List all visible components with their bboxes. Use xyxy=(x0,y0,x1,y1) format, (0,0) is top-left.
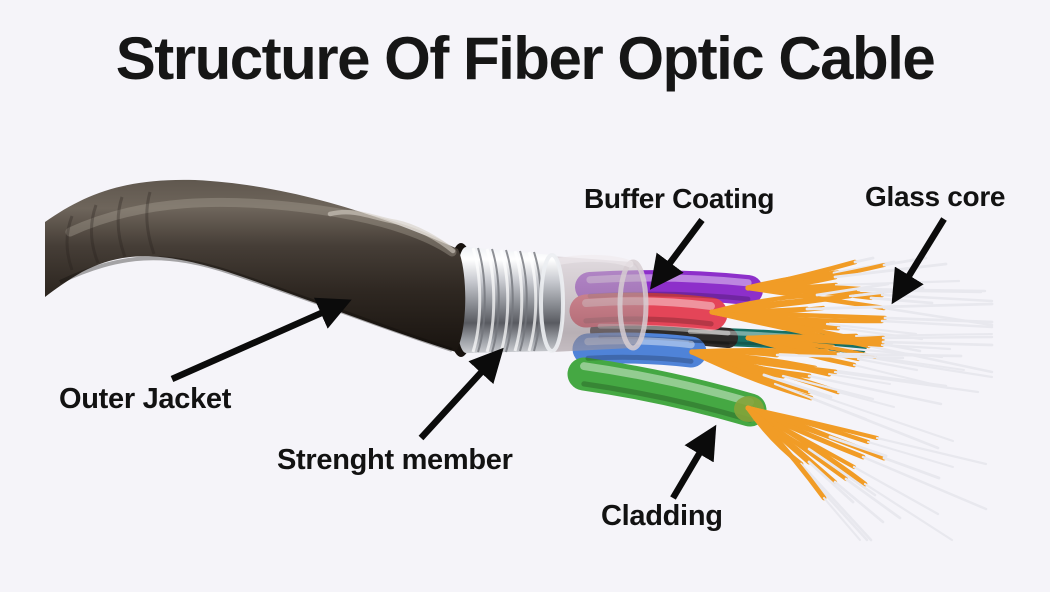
glass-core-strand xyxy=(883,316,994,324)
label-cladding: Cladding xyxy=(601,500,723,532)
glass-core-strand xyxy=(854,332,994,338)
arrow-strength-member xyxy=(418,347,504,441)
tube-shade xyxy=(581,381,753,423)
glass-core-strand xyxy=(833,370,980,394)
glass-core-strand xyxy=(882,456,941,480)
glass-core-strand xyxy=(781,374,875,401)
glass-core-strand xyxy=(869,296,934,305)
label-strength-member: Strenght member xyxy=(277,444,513,476)
glass-core-strand xyxy=(867,344,994,374)
buffer-tube-green xyxy=(567,357,767,427)
glass-core-strand xyxy=(807,374,943,406)
glass-core-strand xyxy=(807,460,855,504)
arrow-glass-core xyxy=(891,217,947,305)
glass-core-strand xyxy=(861,455,988,511)
glass-core-strand xyxy=(867,441,954,468)
glass-core-strand xyxy=(807,447,877,497)
glass-core-strand xyxy=(828,373,891,385)
arrow-outer-jacket xyxy=(170,297,352,382)
inner-tube xyxy=(544,254,649,352)
glass-core-strand xyxy=(881,335,994,340)
arrow-cladding xyxy=(670,424,717,500)
fiber-fan xyxy=(689,256,994,542)
glass-core-strand xyxy=(863,482,954,542)
glass-core-strand xyxy=(834,279,961,287)
glass-core-strand xyxy=(853,256,875,264)
label-buffer-coating: Buffer Coating xyxy=(584,183,775,214)
glass-core-strand xyxy=(828,435,888,458)
glass-core-strand xyxy=(825,322,918,336)
glass-core-strand xyxy=(836,352,963,358)
glass-core-strand xyxy=(852,465,940,516)
label-outer-jacket: Outer Jacket xyxy=(59,383,232,415)
cladding-strand xyxy=(745,405,827,501)
glass-core-strand xyxy=(874,356,965,371)
cladding-strand xyxy=(690,350,777,386)
glass-core-strand xyxy=(815,282,890,297)
outer-jacket-shape xyxy=(45,179,466,352)
arrow-buffer-coating xyxy=(649,218,705,290)
glass-core-strand xyxy=(837,391,895,408)
glass-core-strand xyxy=(799,462,873,542)
glass-core-strand xyxy=(875,436,988,466)
page-title: Structure Of Fiber Optic Cable xyxy=(115,25,936,92)
callout-arrows xyxy=(170,217,947,500)
tube-gloss xyxy=(580,362,754,407)
glass-core-strand xyxy=(775,353,905,360)
glass-core-strand xyxy=(880,319,994,329)
label-glass-core: Glass core xyxy=(865,181,1006,212)
glass-core-strand xyxy=(762,373,833,399)
glass-core-strand xyxy=(844,477,902,520)
glass-core-strand xyxy=(773,382,868,421)
glass-core-strand xyxy=(880,343,952,351)
glass-core-strand xyxy=(807,390,955,443)
glass-core-strand xyxy=(833,480,885,524)
glass-core-strand xyxy=(822,496,862,542)
tube-shade xyxy=(585,354,694,364)
glass-core-strand xyxy=(856,357,919,372)
glass-core-strand xyxy=(805,302,994,311)
glass-core-strand xyxy=(881,340,994,347)
glass-core-strand xyxy=(833,262,948,279)
